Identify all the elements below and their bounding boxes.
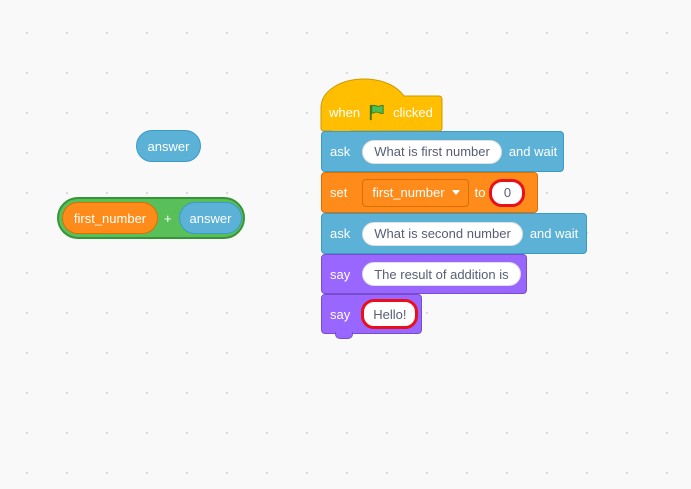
and-wait-label-2: and wait xyxy=(529,226,579,241)
set-value-input[interactable]: 0 xyxy=(489,178,526,207)
say-block-1[interactable]: say The result of addition is xyxy=(321,254,527,294)
ask-and-wait-block-2[interactable]: ask What is second number and wait xyxy=(321,213,587,254)
answer-reporter-label: answer xyxy=(147,138,190,154)
say-block-2[interactable]: say Hello! xyxy=(321,294,422,339)
answer-reporter-in-addition[interactable]: answer xyxy=(179,202,242,234)
say-message-input-2[interactable]: Hello! xyxy=(361,299,419,329)
chevron-down-icon xyxy=(451,190,460,195)
plus-operator-symbol: + xyxy=(164,211,172,226)
ask-and-wait-block-1[interactable]: ask What is first number and wait xyxy=(321,131,564,172)
set-variable-block[interactable]: set first_number to 0 xyxy=(321,172,538,213)
variable-dropdown[interactable]: first_number xyxy=(362,178,469,207)
first-number-reporter-label: first_number xyxy=(73,210,147,226)
ask-question-input-1[interactable]: What is first number xyxy=(362,139,502,164)
clicked-label: clicked xyxy=(393,105,433,120)
set-label: set xyxy=(330,185,348,200)
to-label: to xyxy=(474,185,486,200)
variable-dropdown-label: first_number xyxy=(372,185,445,200)
when-label: when xyxy=(329,105,361,120)
say-label-1: say xyxy=(330,266,351,282)
block-bottom-notch xyxy=(335,332,353,339)
first-number-reporter[interactable]: first_number xyxy=(62,202,158,234)
say-message-input-1[interactable]: The result of addition is xyxy=(362,262,521,286)
ask-question-input-2[interactable]: What is second number xyxy=(362,221,523,246)
answer-reporter[interactable]: answer xyxy=(136,130,201,162)
say-label-2: say xyxy=(330,306,351,322)
answer-reporter-in-addition-label: answer xyxy=(189,210,232,226)
ask-label-1: ask xyxy=(330,144,351,159)
when-flag-clicked-block[interactable]: when clicked xyxy=(321,96,442,129)
and-wait-label-1: and wait xyxy=(508,144,558,159)
ask-label-2: ask xyxy=(330,226,351,241)
green-flag-icon xyxy=(367,103,386,122)
addition-operator-block[interactable]: first_number + answer xyxy=(57,197,245,239)
